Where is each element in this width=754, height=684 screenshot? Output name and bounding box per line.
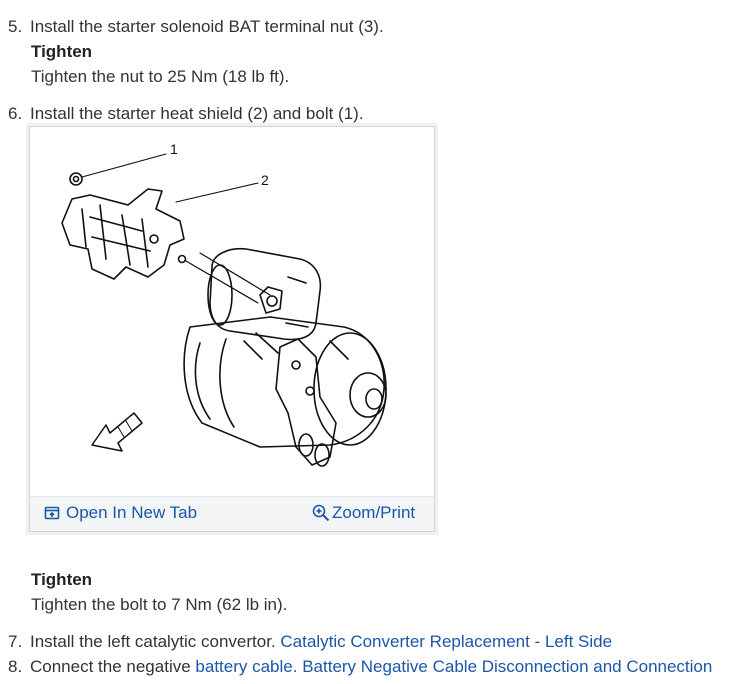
callout-1: 1 [170,141,178,157]
open-in-new-tab-button[interactable]: Open In New Tab [44,503,197,523]
step-number: 5. [8,17,23,36]
catalytic-converter-link[interactable]: Catalytic Converter Replacement - Left S… [280,632,613,651]
tighten-text: Tighten the bolt to 7 Nm (62 lb in). [31,595,288,614]
battery-cable-link[interactable]: battery cable. [195,657,298,676]
step-7: 7.Install the left catalytic convertor. … [8,631,612,653]
figure-toolbar: Open In New Tab Zoom/Print [30,496,434,531]
step-text: Install the starter heat shield (2) and … [30,104,364,123]
step-number: 6. [8,104,23,123]
step-text: Connect the negative [30,657,191,676]
starter-illustration [61,153,387,467]
zoom-print-button[interactable]: Zoom/Print [312,503,415,523]
zoom-icon [312,504,330,522]
step-5: 5. Install the starter solenoid BAT termi… [8,16,384,38]
starter-figure: 1 2 Open In New Tab Zoom/Print [29,126,435,532]
step-number: 8. [8,657,23,676]
callout-2: 2 [261,172,269,188]
step-text: Install the left catalytic convertor. [30,632,276,651]
step-text: Install the starter solenoid BAT termina… [30,17,384,36]
tighten-heading: Tighten [31,570,93,589]
open-in-new-tab-icon [44,506,60,520]
step-number: 7. [8,632,23,651]
open-in-new-tab-label: Open In New Tab [66,503,198,522]
zoom-print-label: Zoom/Print [332,503,416,522]
tighten-text: Tighten the nut to 25 Nm (18 lb ft). [31,67,290,86]
battery-cable-disconnection-link[interactable]: Battery Negative Cable Disconnection and… [302,657,713,676]
step-6: 6. Install the starter heat shield (2) an… [8,103,364,125]
step-8: 8. Connect the negative battery cable. Ba… [8,656,712,678]
tighten-heading: Tighten [31,42,93,61]
